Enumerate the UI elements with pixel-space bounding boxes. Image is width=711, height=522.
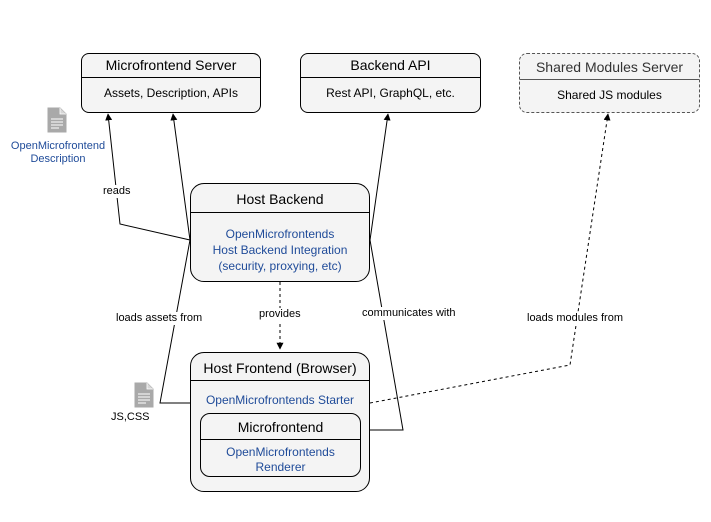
edge-label-communicates-with: communicates with [362,307,456,320]
host-backend-body: OpenMicrofrontends Host Backend Integrat… [191,226,369,274]
backend-api-title: Backend API [301,54,480,78]
edge-reads [105,113,191,241]
microfrontend-server-title: Microfrontend Server [82,54,260,78]
shared-modules-server-node: Shared Modules Server Shared JS modules [519,53,700,113]
description-document-line-1: OpenMicrofrontend [10,140,106,152]
edge-label-provides: provides [259,308,301,321]
host-backend-title: Host Backend [191,184,369,213]
microfrontend-node: Microfrontend OpenMicrofrontends Rendere… [200,413,361,477]
microfrontend-title: Microfrontend [201,414,360,440]
edge-loads-assets-from [159,113,191,404]
edge-label-loads-assets-from: loads assets from [116,312,203,325]
jscss-document-label: JS,CSS [111,411,150,423]
edge-loads-modules-from [369,113,611,404]
host-frontend-title: Host Frontend (Browser) [191,353,369,381]
edge-label-loads-modules-from: loads modules from [527,312,623,325]
shared-modules-server-body: Shared JS modules [557,88,662,102]
microfrontend-body: OpenMicrofrontends Renderer [201,445,360,475]
description-document-label: OpenMicrofrontend Description [4,140,112,166]
shared-modules-server-title: Shared Modules Server [520,56,699,80]
document-icon [47,107,67,133]
edge-label-reads: reads [103,185,131,198]
backend-api-body: Rest API, GraphQL, etc. [326,86,455,100]
host-frontend-starter: OpenMicrofrontends Starter [205,393,355,407]
host-backend-line-2: Host Backend Integration [212,243,348,257]
description-document-line-2: Description [30,153,86,165]
microfrontend-line-1: OpenMicrofrontends [226,445,335,459]
host-backend-line-1: OpenMicrofrontends [225,227,335,241]
host-backend-line-3: (security, proxying, etc) [218,259,342,273]
backend-api-node: Backend API Rest API, GraphQL, etc. [300,53,481,113]
microfrontend-server-node: Microfrontend Server Assets, Description… [81,53,261,113]
microfrontend-server-body: Assets, Description, APIs [103,86,239,100]
document-icon [134,382,154,408]
edge-communicates-with [361,113,404,431]
microfrontend-line-2: Renderer [255,460,306,474]
host-backend-node: Host Backend OpenMicrofrontends Host Bac… [190,183,370,282]
description-document [47,107,67,138]
jscss-document [134,382,154,413]
